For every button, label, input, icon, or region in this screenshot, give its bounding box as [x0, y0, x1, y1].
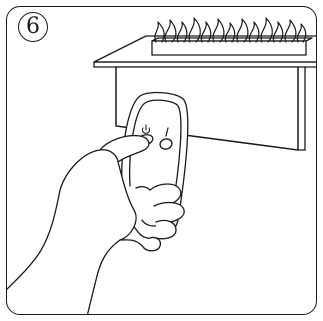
step-number-badge: 6 [18, 12, 48, 42]
step-number: 6 [26, 16, 40, 38]
